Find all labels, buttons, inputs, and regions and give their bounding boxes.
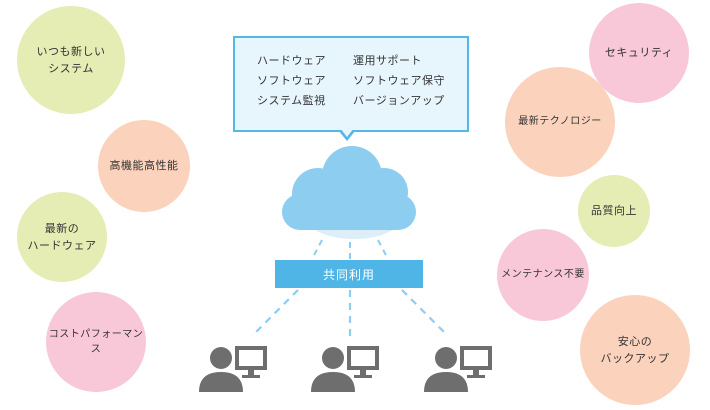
- bubble-quality-improvement: 品質向上: [578, 175, 650, 247]
- services-callout: ハードウェア 運用サポート ソフトウェア ソフトウェア保守 システム監視 バージ…: [233, 36, 469, 132]
- cloud-connectors: [311, 239, 389, 260]
- user-icon: [199, 347, 243, 392]
- callout-tail: [338, 128, 356, 141]
- cloud-icon: [282, 146, 416, 239]
- user-connectors: [251, 289, 449, 337]
- callout-item-hardware: ハードウェア: [257, 54, 326, 67]
- bubble-backup: 安心の バックアップ: [580, 295, 690, 405]
- bubble-high-performance: 高機能高性能: [98, 120, 190, 212]
- user-icon: [311, 347, 355, 392]
- callout-item-version-up: バージョンアップ: [353, 94, 445, 107]
- callout-item-system-monitoring: システム監視: [257, 94, 326, 107]
- callout-item-operation-support: 運用サポート: [353, 54, 422, 67]
- monitor-icon: [460, 346, 492, 378]
- bubble-maintenance-free: メンテナンス不要: [497, 229, 589, 321]
- monitor-icon: [235, 346, 267, 378]
- monitor-icon: [347, 346, 379, 378]
- bubble-latest-technology: 最新テクノロジー: [505, 67, 615, 177]
- shared-use-banner: 共同利用: [275, 260, 423, 288]
- bubble-security: セキュリティ: [589, 3, 689, 103]
- bubble-always-new-system: いつも新しい システム: [17, 6, 125, 114]
- bubble-latest-hardware: 最新の ハードウェア: [17, 192, 107, 282]
- bubble-cost-performance: コストパフォーマンス: [46, 292, 146, 392]
- user-icon: [424, 347, 468, 392]
- callout-item-software-maintenance: ソフトウェア保守: [353, 74, 445, 87]
- callout-item-software: ソフトウェア: [257, 74, 326, 87]
